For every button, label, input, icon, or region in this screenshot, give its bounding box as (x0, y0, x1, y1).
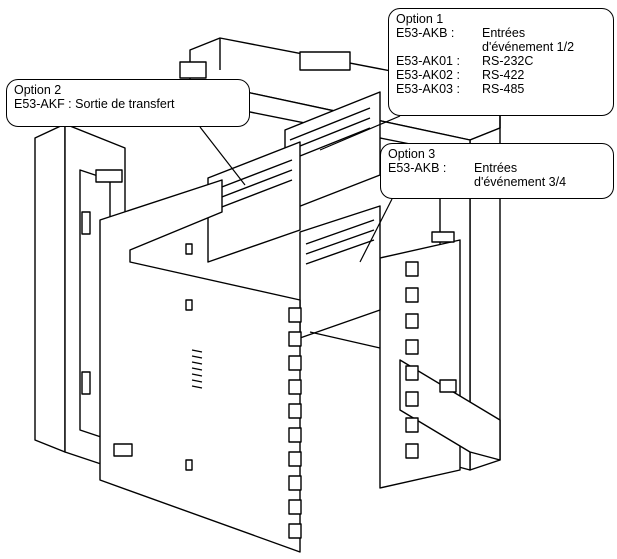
callout-option-3: Option 3 E53-AKB : Entrées d'événement 3… (380, 143, 614, 199)
rear-terminal-pads (405, 261, 419, 459)
option2-board (207, 141, 301, 263)
option1-row-code: E53-AK01 : (396, 54, 460, 68)
option1-row-code: E53-AK02 : (396, 68, 460, 82)
option3-title: Option 3 (388, 147, 436, 161)
option3-row-desc: d'événement 3/4 (474, 175, 567, 189)
option1-row-desc: RS-422 (482, 68, 525, 82)
front-terminal-pads (288, 307, 302, 539)
ic-pins (191, 349, 203, 389)
callout-option-2: Option 2 E53-AKF : Sortie de transfert (6, 79, 250, 127)
option1-title: Option 1 (396, 12, 444, 26)
option3-row: d'événement 3/4 (388, 175, 606, 189)
option1-row: E53-AK02 : RS-422 (396, 68, 606, 82)
option1-row-code: E53-AK03 : (396, 82, 460, 96)
option1-row-desc: Entrées (482, 26, 526, 40)
side-bracket (379, 231, 501, 489)
option1-row: E53-AK01 : RS-232C (396, 54, 606, 68)
option2-title: Option 2 (14, 83, 62, 97)
callout-option-1: Option 1 E53-AKB : Entrées d'événement 1… (388, 8, 614, 116)
option3-board (299, 205, 381, 349)
option1-row-desc: RS-232C (482, 54, 534, 68)
main-circuit-board (99, 179, 301, 553)
option3-row-code: E53-AKB : (388, 161, 447, 175)
option3-row: E53-AKB : Entrées (388, 161, 606, 175)
leader-lines (199, 115, 401, 263)
option1-row-code: E53-AKB : (396, 26, 455, 40)
option1-row: E53-AK03 : RS-485 (396, 82, 606, 96)
option3-row-desc: Entrées (474, 161, 518, 175)
option1-row: E53-AKB : Entrées (396, 26, 606, 40)
option2-line: E53-AKF : Sortie de transfert (14, 97, 175, 111)
option1-row-desc: RS-485 (482, 82, 525, 96)
option1-row-desc: d'événement 1/2 (482, 40, 575, 54)
option1-row: d'événement 1/2 (396, 40, 606, 54)
